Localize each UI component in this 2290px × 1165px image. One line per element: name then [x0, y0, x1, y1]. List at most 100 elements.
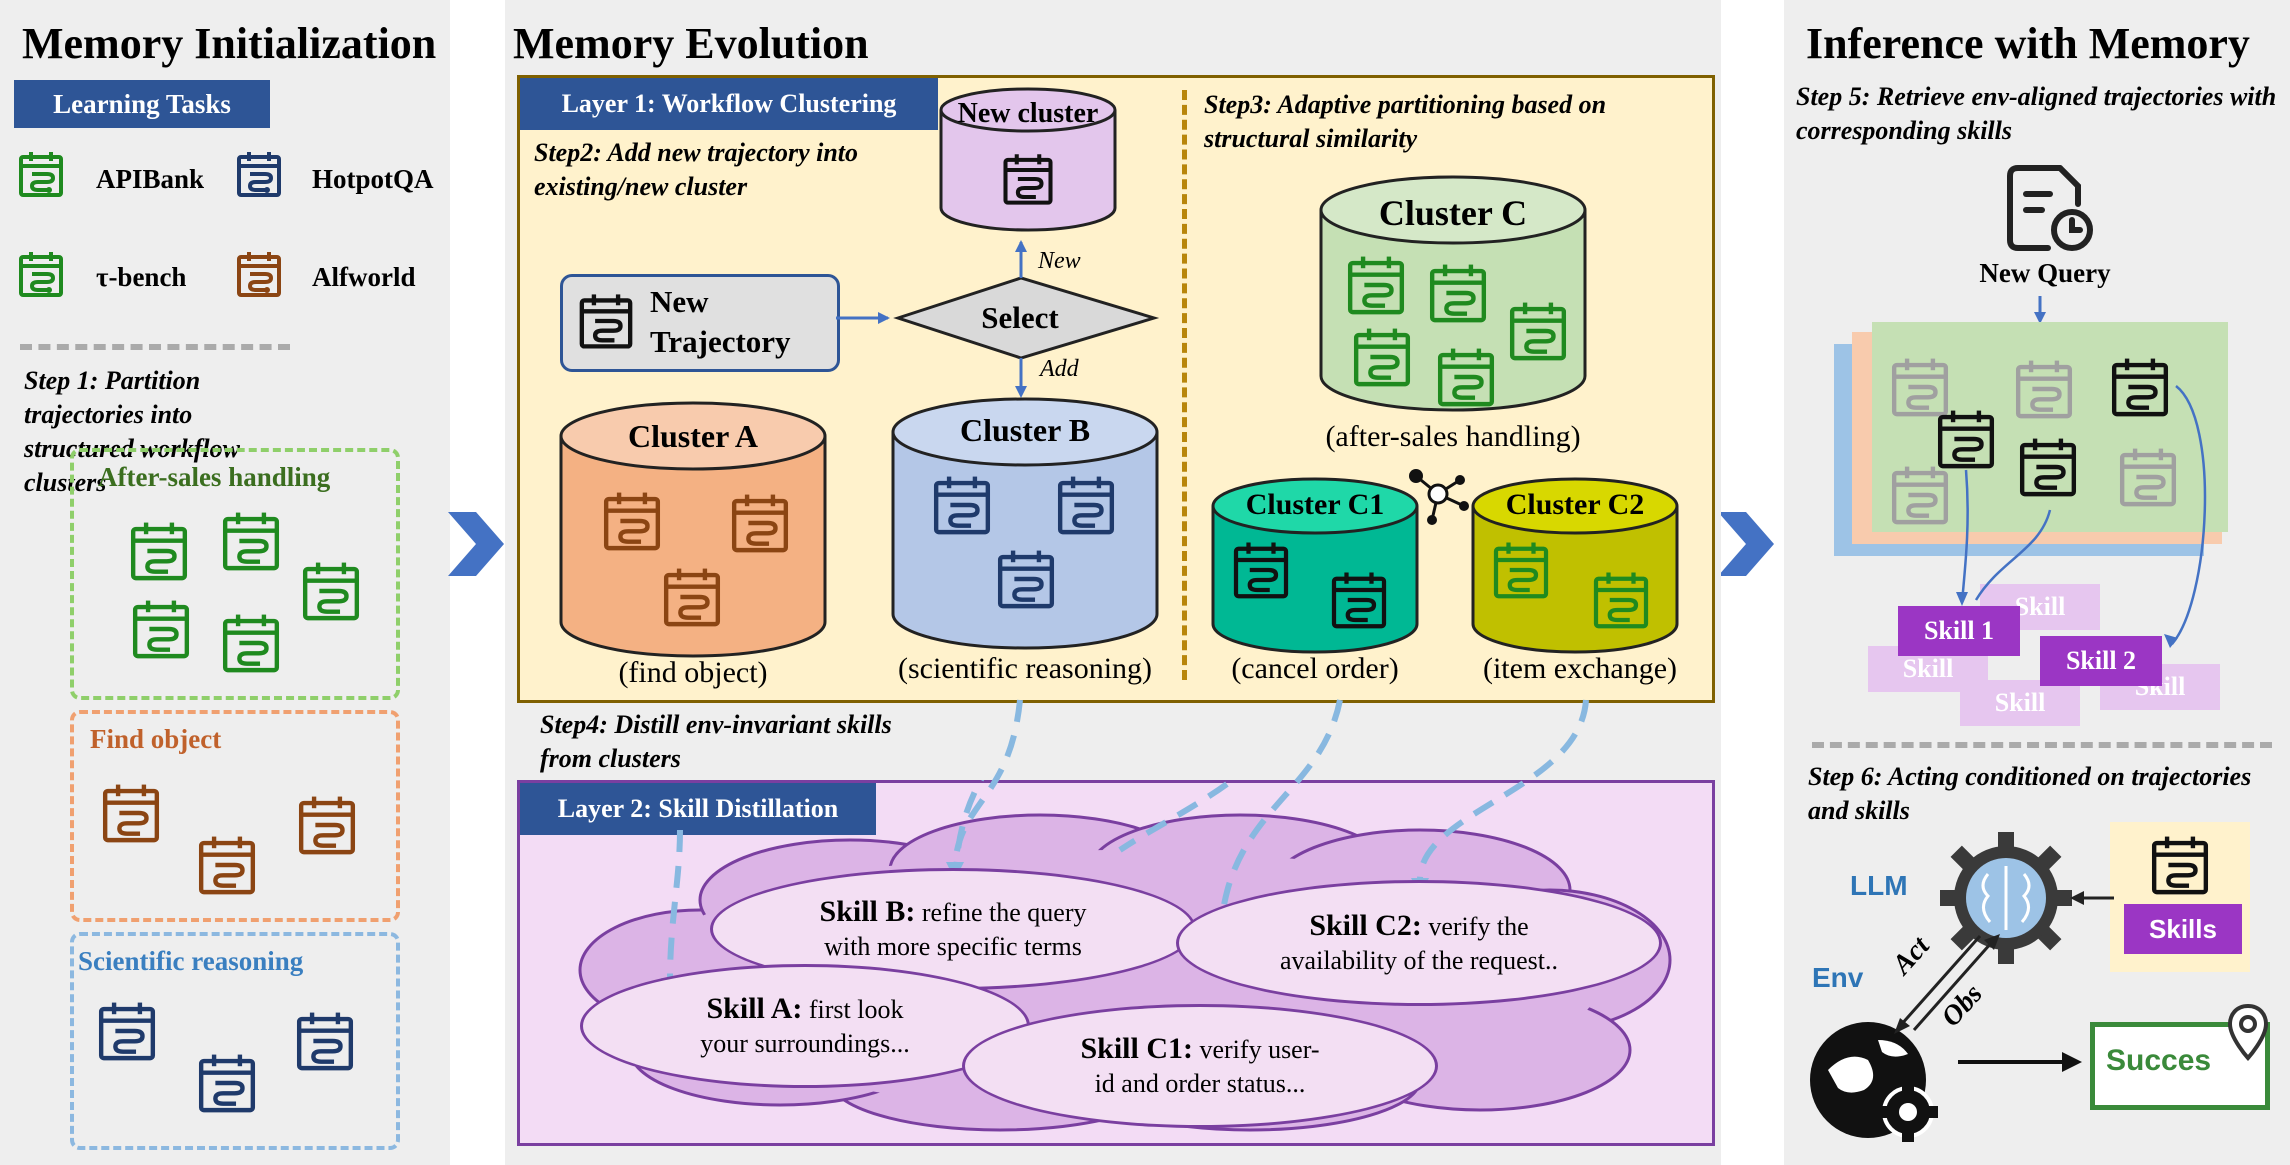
step1-text: Step 1: Partition trajectories into stru…	[24, 366, 240, 497]
trajectory-icon	[1891, 466, 1949, 525]
chevron-right-icon	[448, 512, 504, 576]
legend-hotpotqa-label: HotpotQA	[312, 164, 434, 194]
trajectory-icon	[663, 568, 721, 627]
skills-card: Skills	[2124, 904, 2242, 954]
env-label: Env	[1812, 962, 1864, 993]
cluster-c2-cylinder	[1471, 477, 1679, 654]
trajectory-icon	[98, 1002, 156, 1061]
find-object-label: Find object	[90, 724, 222, 754]
hotpotqa-icon	[237, 152, 281, 197]
trajectory-icon	[132, 600, 190, 659]
cluster-c1-cylinder	[1211, 477, 1419, 654]
cluster-c1-name: Cluster C1	[1245, 488, 1385, 521]
memory-evolution-title: Memory Evolution	[513, 19, 869, 68]
llm-label: LLM	[1850, 870, 1908, 901]
trajectory-icon	[1331, 572, 1387, 629]
learning-tasks-header: Learning Tasks	[14, 80, 270, 128]
trajectory-icon	[1057, 476, 1115, 535]
trajectory-icon	[298, 796, 356, 855]
step4-text: Step4: Distill env-invariant skills from…	[540, 710, 892, 773]
trajectory-icon	[1003, 154, 1053, 205]
divider	[20, 344, 290, 350]
trajectory-icon	[1891, 358, 1949, 417]
skill-c1-text1: verify user-	[1199, 1034, 1320, 1064]
trajectory-icon	[2151, 836, 2209, 895]
skill-a-text2: your surroundings...	[700, 1028, 910, 1058]
skill-c2-bubble: Skill C2: verify the availability of the…	[1176, 880, 1662, 1006]
select-label: Select	[981, 300, 1059, 335]
cluster-b-name: Cluster B	[959, 412, 1091, 448]
trajectory-icon	[731, 494, 789, 553]
context-arrow	[2070, 891, 2114, 905]
cluster-a-caption: (find object)	[618, 656, 768, 689]
skill-b-text1: refine the query	[921, 897, 1087, 927]
cluster-c-caption: (after-sales handling)	[1325, 420, 1581, 453]
memory-initialization-title: Memory Initialization	[22, 19, 437, 68]
trajectory-icon	[1353, 328, 1411, 387]
environment-globe-gear-icon	[1810, 1022, 1938, 1142]
after-sales-group	[70, 448, 400, 700]
trajectory-icon	[222, 614, 280, 673]
alfworld-icon	[237, 252, 281, 297]
skill-b-text2: with more specific terms	[824, 931, 1082, 961]
success-arrow	[1958, 1052, 2082, 1072]
trajectory-icon	[933, 476, 991, 535]
network-icon	[1409, 469, 1469, 525]
skill-a-name: Skill A:	[706, 991, 803, 1025]
apibank-icon	[19, 152, 63, 197]
trajectory-icon	[1347, 256, 1405, 315]
new-query-label: New Query	[1979, 258, 2111, 288]
query-arrow	[2034, 296, 2046, 324]
trajectory-icon	[603, 492, 661, 551]
new-arrow-label: New	[1038, 248, 1081, 274]
find-object-group	[70, 710, 400, 922]
skill-1-card: Skill 1	[1898, 606, 2020, 656]
trajectory-icon	[296, 1012, 354, 1071]
skill-a-bubble: Skill A: first look your surroundings...	[580, 964, 1030, 1088]
inference-title: Inference with Memory	[1806, 19, 2250, 68]
cluster-c2-name: Cluster C2	[1505, 488, 1645, 521]
trajectory-icon	[1437, 348, 1495, 407]
new-trajectory-label: New Trajectory	[650, 284, 791, 359]
new-cluster-label: New cluster	[957, 98, 1099, 129]
after-sales-label: After-sales handling	[98, 462, 331, 492]
trajectory-icon	[198, 1054, 256, 1113]
legend-apibank: APIBank	[96, 164, 205, 194]
skill-c1-text2: id and order status...	[1094, 1068, 1306, 1098]
trajectory-icon	[222, 512, 280, 571]
llm-brain-gear-icon	[1940, 832, 2072, 964]
inference-divider	[1812, 742, 2272, 748]
skill-c2-text1: verify the	[1428, 911, 1529, 941]
trajectory-icon	[1937, 410, 1995, 469]
trajectory-icon	[198, 836, 256, 895]
trajectory-icon	[1493, 542, 1549, 599]
trajectory-icon	[2015, 360, 2073, 419]
cluster-b-caption: (scientific reasoning)	[897, 652, 1153, 685]
skill-c2-name: Skill C2:	[1309, 908, 1422, 942]
cluster-b-cylinder	[891, 397, 1159, 650]
skill-c2-text2: availability of the request..	[1280, 945, 1558, 975]
layer2-header: Layer 2: Skill Distillation	[520, 783, 876, 835]
retrieval-arrows	[1956, 385, 2207, 648]
layer1-header: Layer 1: Workflow Clustering	[520, 78, 938, 130]
skill-b-name: Skill B:	[819, 894, 916, 928]
trajectory-icon	[997, 550, 1055, 609]
trajectory-icon	[1429, 264, 1487, 323]
scientific-reasoning-group	[70, 932, 400, 1150]
trajectory-icon	[1593, 572, 1649, 629]
location-pin-icon	[2227, 1003, 2269, 1061]
flow-arrows	[836, 240, 1160, 398]
layer1-divider	[1182, 90, 1187, 680]
trajectory-icon	[1233, 542, 1289, 599]
step3-text: Step3: Adaptive partitioning based on st…	[1204, 90, 1607, 153]
skill-a-text1: first look	[808, 994, 904, 1024]
trajectory-icon	[2019, 438, 2077, 497]
legend-tau-bench: τ-bench	[96, 262, 187, 292]
ghost-skill-card: Skill	[1960, 680, 2080, 726]
skill-c1-name: Skill C1:	[1080, 1031, 1193, 1065]
step6-text: Step 6: Acting conditioned on trajectori…	[1808, 762, 2252, 825]
trajectory-icon	[302, 562, 360, 621]
trajectory-icon	[579, 294, 633, 349]
cluster-c2-caption: (item exchange)	[1482, 652, 1678, 685]
skill-c1-bubble: Skill C1: verify user- id and order stat…	[962, 1004, 1438, 1128]
